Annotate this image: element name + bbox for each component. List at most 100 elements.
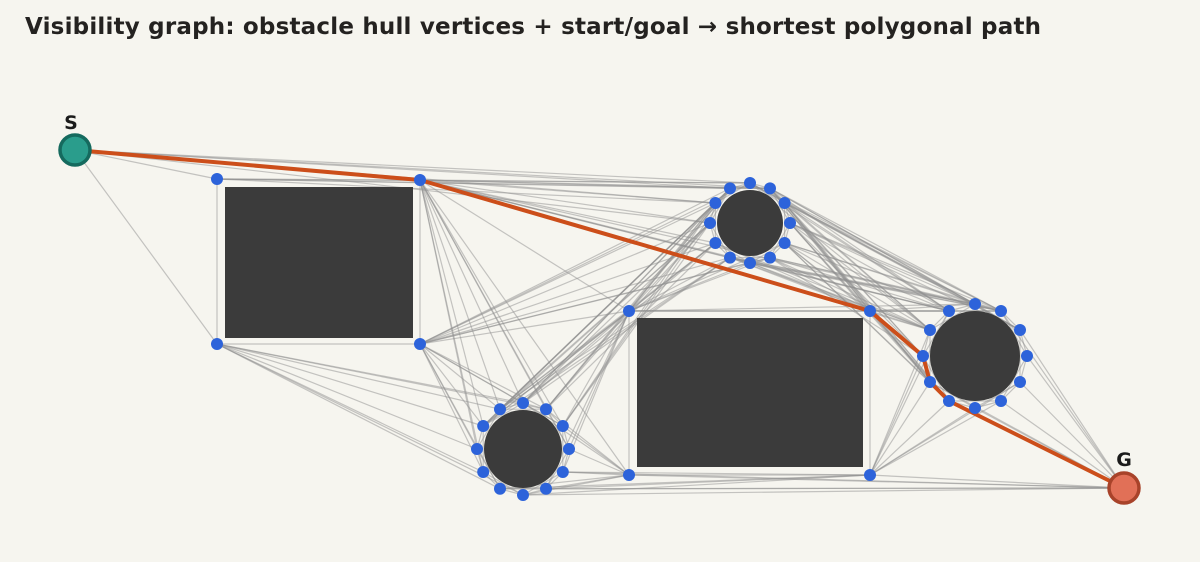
hull-vertex-dot	[556, 466, 569, 478]
hull-vertex-dot	[211, 338, 223, 350]
visibility-edge	[482, 242, 716, 427]
visibility-edge	[522, 471, 564, 496]
hull-vertex-dot	[494, 482, 506, 495]
visibility-edge	[482, 202, 716, 427]
hull-vertex-dot	[995, 305, 1007, 317]
visibility-edge	[545, 242, 716, 410]
visibility-edge	[1019, 329, 1125, 489]
visibility-edge	[769, 187, 976, 305]
visibility-edge	[545, 408, 630, 476]
visibility-edge	[789, 222, 976, 305]
visibility-edge	[419, 310, 630, 345]
visibility-edge	[216, 343, 524, 496]
hull-vertex-dot	[744, 257, 756, 269]
visibility-edge	[1019, 381, 1125, 489]
visibility-edge	[419, 179, 711, 224]
visibility-edge	[922, 355, 950, 402]
visibility-edge	[74, 149, 218, 180]
visibility-edge	[568, 448, 630, 476]
visibility-edge	[1000, 400, 1125, 489]
visibility-edge	[1000, 310, 1125, 489]
visibility-edge	[499, 257, 731, 410]
visibility-edge	[769, 257, 931, 331]
hull-vertex-dot	[864, 305, 876, 317]
hull-vertex-dot	[924, 376, 936, 388]
visibility-edge	[216, 343, 501, 490]
visibility-edge	[419, 202, 716, 345]
visibility-edge	[784, 242, 950, 402]
visibility-edge	[419, 222, 711, 345]
visibility-edge	[216, 343, 524, 404]
visibility-edge	[74, 149, 218, 345]
hull-vertex-dot	[414, 338, 426, 350]
visibility-edge	[419, 179, 501, 410]
visibility-edge	[922, 310, 950, 357]
hull-vertex-dot	[969, 298, 981, 310]
obstacle-circle-right	[930, 311, 1020, 401]
obstacle-rect-right	[637, 318, 863, 467]
visibility-edge	[482, 471, 524, 496]
hull-vertex-dot	[764, 182, 776, 195]
visibility-edge	[562, 471, 871, 476]
visibility-edge	[522, 402, 564, 427]
visibility-edge	[476, 408, 501, 450]
hull-vertex-dot	[623, 305, 635, 317]
visibility-edge	[869, 400, 950, 476]
hull-vertex-dot	[414, 174, 426, 186]
visibility-edge	[419, 242, 716, 345]
visibility-edge	[522, 474, 871, 496]
hull-vertex-dot	[540, 403, 552, 416]
hull-vertex-dot	[471, 443, 483, 455]
visibility-edge	[482, 222, 711, 427]
visibility-edge	[545, 448, 570, 490]
visibility-edge	[749, 182, 931, 331]
visibility-edge	[74, 149, 751, 184]
hull-vertex-dot	[709, 237, 722, 249]
hull-vertex-dot	[943, 305, 955, 317]
goal-marker	[1107, 471, 1141, 505]
visibility-edge	[869, 381, 931, 476]
visibility-edge	[562, 188, 731, 427]
visibility-edge	[74, 149, 711, 224]
visibility-edge	[869, 303, 976, 312]
hull-vertex-dot	[778, 197, 791, 209]
visibility-edge	[628, 303, 976, 312]
visibility-edge	[974, 303, 1021, 331]
visibility-edge	[869, 381, 1021, 476]
visibility-edge	[749, 262, 950, 312]
visibility-edge	[419, 343, 501, 410]
visibility-edge	[784, 242, 976, 305]
visibility-edge	[974, 381, 1021, 409]
visibility-edge	[769, 257, 976, 305]
hull-vertex-dot	[517, 397, 529, 409]
start-label: S	[64, 112, 78, 134]
visibility-edge	[545, 408, 570, 450]
visibility-edge	[419, 179, 484, 427]
visibility-edge	[562, 471, 630, 476]
visibility-edge	[749, 262, 976, 305]
hull-vertex-dot	[1021, 350, 1033, 362]
visibility-edge	[419, 179, 547, 410]
visibility-edge	[419, 179, 716, 204]
visibility-edge	[419, 179, 564, 427]
visibility-edge	[929, 303, 976, 331]
hull-vertex-dot	[211, 173, 223, 185]
visibility-edge	[545, 474, 871, 490]
hull-vertex-dot	[709, 197, 722, 209]
hull-vertex-dot	[477, 466, 490, 478]
obstacle-circle-bottom	[484, 410, 562, 488]
hull-vertex-dot	[995, 395, 1007, 407]
hull-vertex-dot	[1014, 324, 1026, 336]
visibility-edge	[769, 257, 924, 357]
visibility-edges-layer	[74, 149, 1125, 496]
hull-vertex-dot	[1014, 376, 1026, 388]
hull-vertex-dot	[969, 402, 981, 414]
visibility-edge	[1000, 355, 1028, 402]
figure-title: Visibility graph: obstacle hull vertices…	[25, 14, 1042, 40]
visibility-edge	[545, 474, 630, 490]
visibility-edge	[869, 474, 1125, 489]
hull-vertex-dot	[556, 420, 569, 432]
hull-vertex-dot	[540, 482, 552, 495]
